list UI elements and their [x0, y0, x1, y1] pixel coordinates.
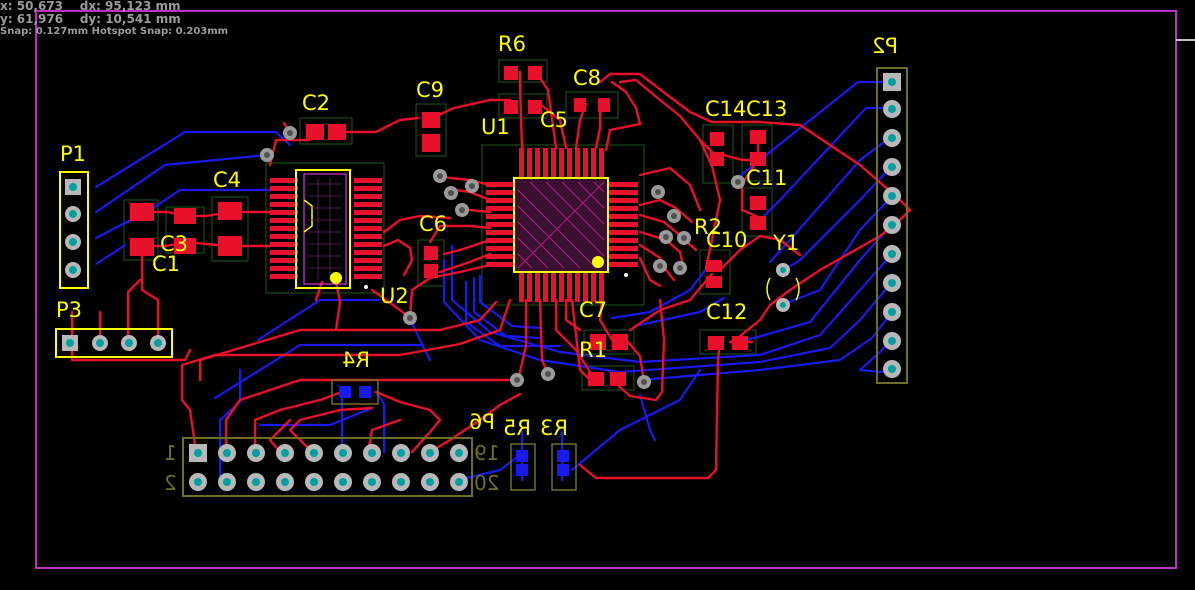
bottom-layer-part-outlines — [331, 379, 577, 491]
designator-r1[interactable]: R1 — [579, 338, 607, 362]
designator-u1[interactable]: U1 — [481, 115, 510, 139]
designator-c2[interactable]: C2 — [302, 91, 331, 115]
designator-p3[interactable]: P3 — [56, 298, 83, 322]
through-hole-pads — [62, 73, 901, 491]
designator-c13[interactable]: C13 — [746, 97, 788, 121]
designator-c14[interactable]: C14 — [705, 97, 747, 121]
designator-r5[interactable]: R5 — [503, 416, 531, 440]
designator-c7[interactable]: C7 — [579, 298, 608, 322]
coord-y-line: y: 61,976 dy: 10,541 mm — [0, 12, 181, 26]
designator-r2[interactable]: R2 — [694, 215, 722, 239]
p6-outline — [182, 437, 473, 497]
designator-c4[interactable]: C4 — [213, 168, 242, 192]
coordinate-readout: x: 50,673 dx: 95,123 mm y: 61,976 dy: 10… — [0, 0, 228, 38]
designator-c10[interactable]: C10 — [706, 228, 748, 252]
connector-outlines — [55, 171, 173, 358]
coord-x-line: x: 50,673 dx: 95,123 mm — [0, 0, 181, 13]
u2-footprint — [270, 169, 382, 289]
u1-footprint — [486, 148, 638, 302]
p6-pin-20-label: 20 — [474, 471, 500, 495]
y1-footprint — [766, 277, 800, 301]
designator-p2[interactable]: P2 — [872, 34, 899, 58]
designator-c11[interactable]: C11 — [746, 166, 788, 190]
designator-c3[interactable]: C3 — [160, 232, 189, 256]
designator-u2[interactable]: U2 — [380, 284, 409, 308]
designator-y1[interactable]: Y1 — [773, 231, 800, 255]
bottom-layer-pads — [339, 386, 569, 476]
designator-p6[interactable]: P6 — [469, 410, 496, 434]
bottom-layer-traces — [94, 80, 902, 482]
p6-pin-2-label: 2 — [164, 471, 177, 495]
designator-c5[interactable]: C5 — [540, 108, 569, 132]
designator-c1[interactable]: C1 — [152, 252, 181, 276]
designator-c12[interactable]: C12 — [706, 300, 748, 324]
board-outline — [35, 10, 1177, 569]
designator-p1[interactable]: P1 — [60, 142, 87, 166]
designator-c6[interactable]: C6 — [419, 212, 448, 236]
designator-r3[interactable]: R3 — [540, 416, 568, 440]
p6-pin-19-label: 19 — [474, 441, 500, 465]
designator-r6[interactable]: R6 — [498, 32, 526, 56]
p2-outline — [876, 67, 908, 384]
designator-c9[interactable]: C9 — [416, 78, 445, 102]
snap-line: Snap: 0.127mm Hotspot Snap: 0.203mm — [0, 26, 229, 37]
p6-pin-1-label: 1 — [164, 441, 177, 465]
top-layer-smd-pads — [130, 66, 766, 386]
designator-r4[interactable]: R4 — [342, 348, 370, 372]
vias — [260, 126, 745, 389]
designator-c8[interactable]: C8 — [573, 66, 602, 90]
